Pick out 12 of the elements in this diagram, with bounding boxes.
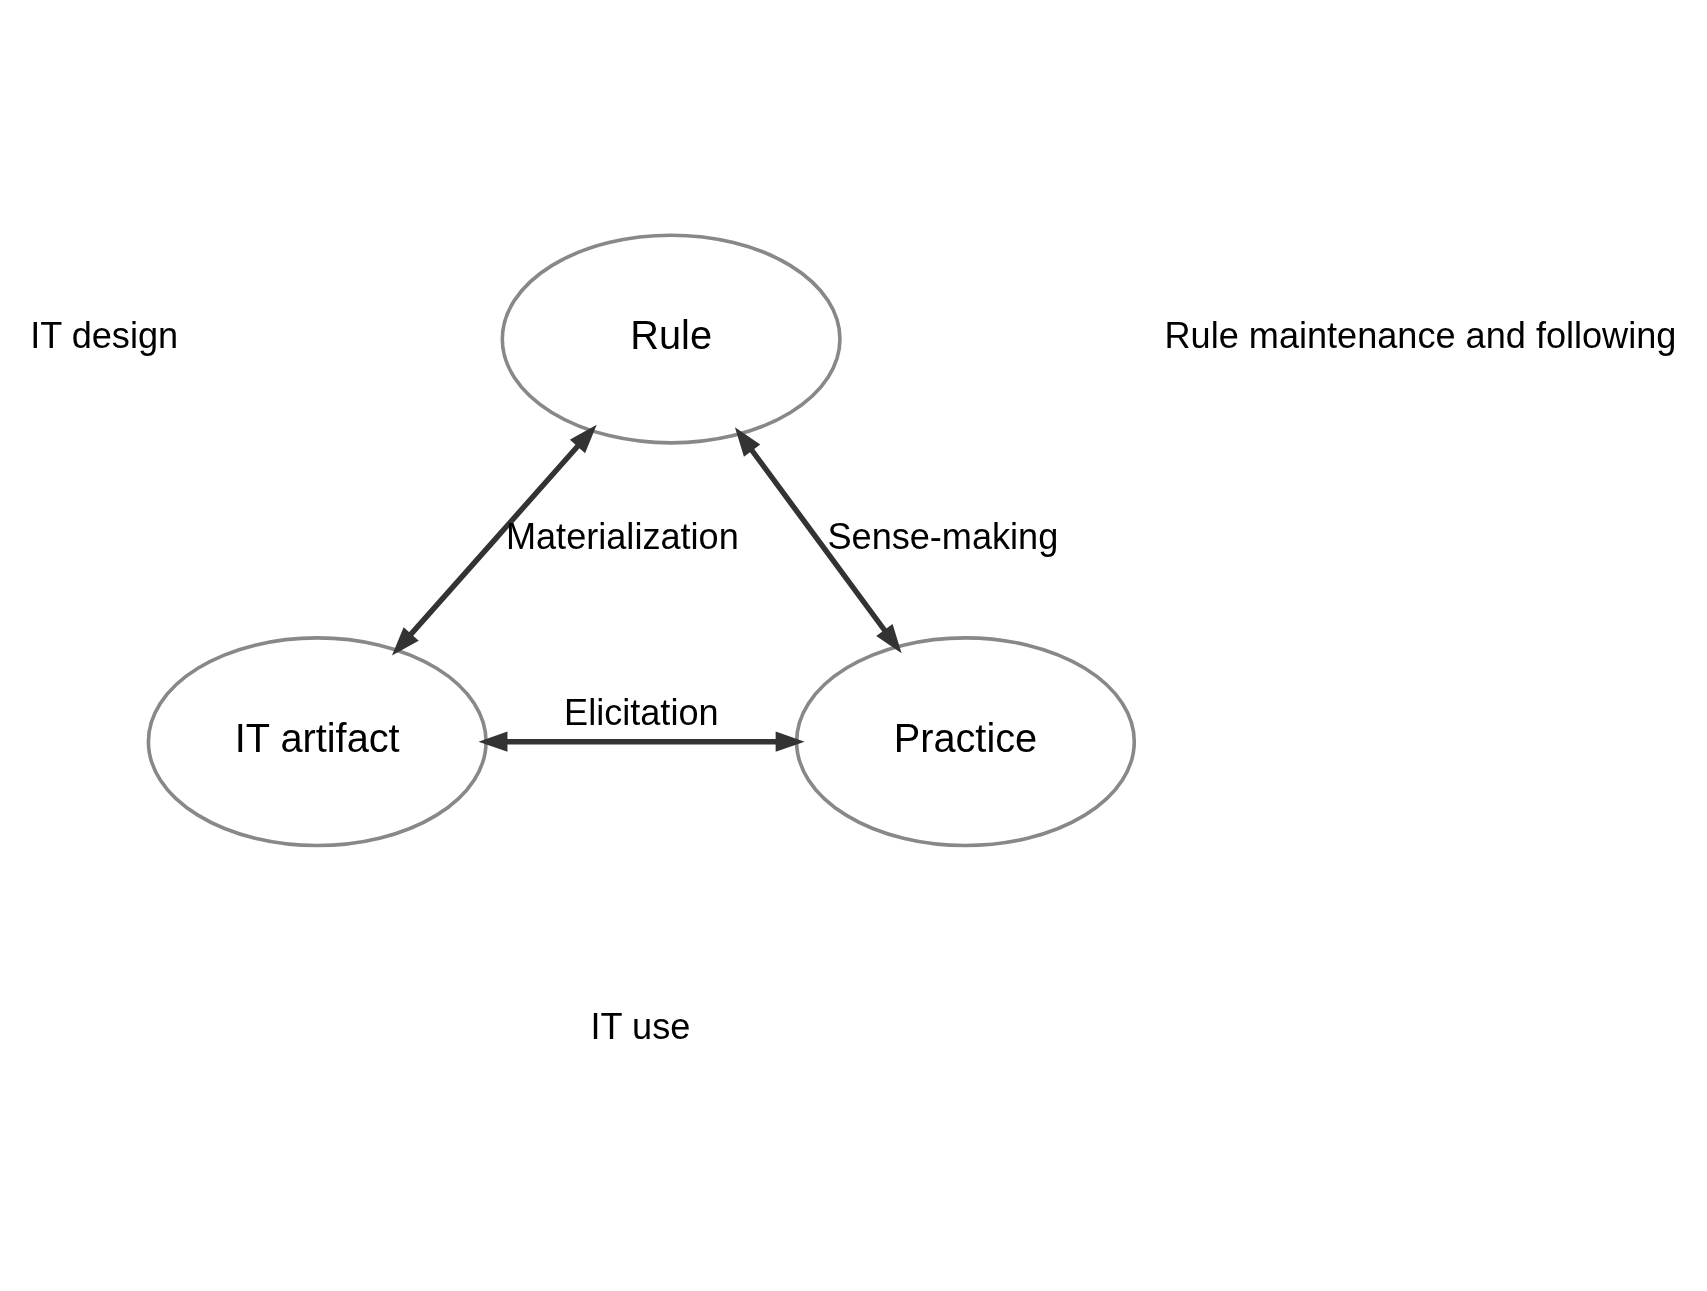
arrow [734,426,902,653]
edge-label: Materialization [505,515,739,557]
node-ellipse: Rule [500,232,842,445]
label: Rule maintenance and following [1164,314,1677,356]
arrow [478,731,805,752]
node-ellipse: IT artifact [146,635,488,847]
label: IT design [30,314,179,356]
edge-label: Sense-making [827,515,1059,557]
edge-label: Elicitation [564,691,719,733]
node-ellipse: Practice [794,635,1137,847]
arrow [391,424,597,656]
label: IT use [590,1005,691,1047]
